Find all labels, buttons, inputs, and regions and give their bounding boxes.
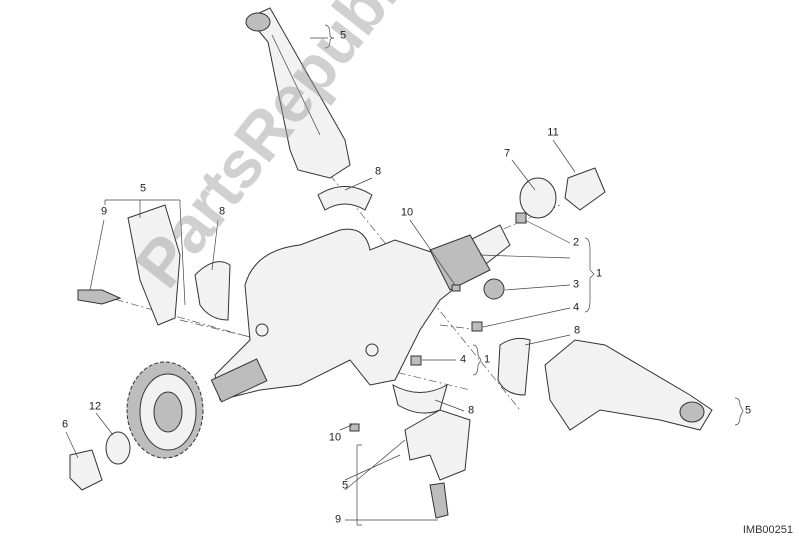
callout-label: 3: [572, 278, 580, 291]
callout-label: 10: [400, 206, 414, 219]
ring-nut: [564, 167, 606, 211]
gear-pinion: [483, 278, 505, 300]
callout-label: 1: [595, 267, 603, 280]
connecting-rod-top: [245, 7, 351, 179]
callout-label: 5: [341, 479, 349, 492]
callout-label: 8: [374, 165, 382, 178]
plug: [515, 212, 527, 224]
washer: [519, 177, 557, 219]
callout-label: 9: [334, 513, 342, 526]
bearing-shell: [497, 337, 531, 396]
crankshaft: [210, 224, 511, 403]
key: [451, 284, 461, 292]
key: [349, 423, 360, 432]
bearing-shell: [392, 383, 448, 414]
callout-label: 9: [100, 205, 108, 218]
callout-label: 12: [88, 400, 102, 413]
plug: [471, 321, 483, 332]
callout-label: 7: [503, 147, 511, 160]
callout-label: 6: [61, 418, 69, 431]
callout-label: 8: [467, 404, 475, 417]
callout-label: 2: [572, 236, 580, 249]
callout-label: 5: [139, 182, 147, 195]
callout-label: 8: [573, 324, 581, 337]
bearing-shell: [194, 261, 231, 321]
connecting-rod-cap: [404, 409, 471, 481]
callout-label: 5: [744, 404, 752, 417]
drawing-code: IMB00251: [742, 524, 793, 536]
ring-nut: [69, 449, 103, 491]
bolt: [77, 289, 122, 305]
bearing-shell: [317, 186, 373, 211]
callout-label: 4: [572, 301, 580, 314]
timing-gear: [126, 361, 204, 459]
callout-label: 4: [459, 353, 467, 366]
callout-label: 8: [218, 205, 226, 218]
connecting-rod-right: [544, 339, 713, 431]
callout-label: 5: [339, 29, 347, 42]
bolt: [429, 482, 449, 519]
washer: [105, 431, 131, 465]
plug: [410, 355, 422, 366]
callout-label: 11: [547, 126, 559, 139]
connecting-rod-cap: [127, 204, 181, 326]
callout-label: 10: [328, 431, 342, 444]
callout-label: 1: [483, 353, 491, 366]
